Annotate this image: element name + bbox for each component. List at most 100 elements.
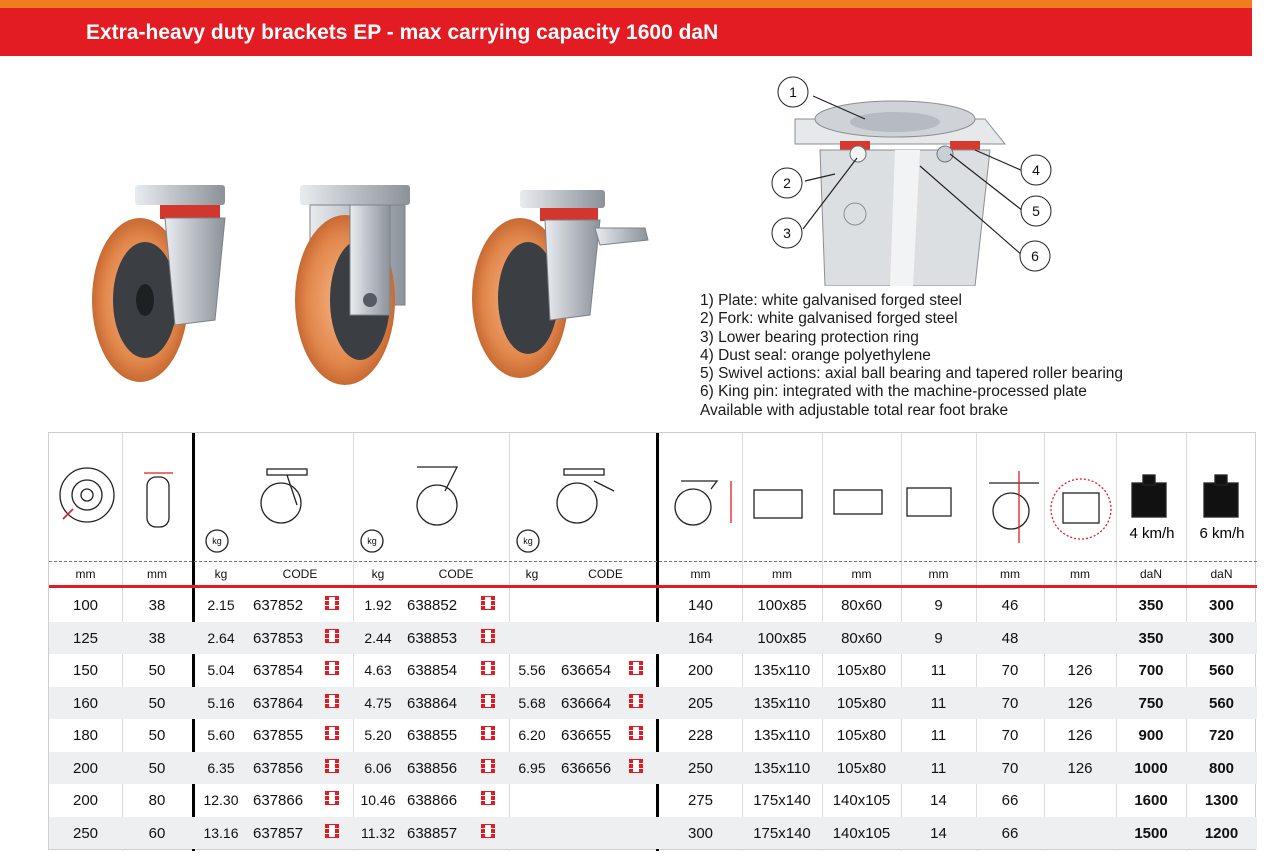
table-cell: 50: [148, 759, 166, 777]
code-link-icon[interactable]: [481, 628, 495, 643]
code-link-icon[interactable]: [481, 693, 495, 708]
code-link-icon[interactable]: [629, 758, 643, 773]
code-link-icon[interactable]: [629, 726, 643, 740]
header-accent-stripe: [0, 0, 1252, 8]
code-link-icon[interactable]: [481, 596, 495, 610]
table-cell: 48: [1001, 629, 1019, 647]
table-cell: 1600: [1134, 792, 1168, 809]
table-cell: 300: [687, 824, 714, 842]
item-code: 637856: [253, 759, 304, 777]
code-link-icon[interactable]: [325, 823, 339, 838]
table-cell: 11: [930, 759, 947, 777]
table-cell: 38: [148, 629, 166, 647]
legend-line: 5) Swivel actions: axial ball bearing an…: [700, 365, 1124, 383]
unit-label: mm: [851, 567, 872, 581]
table-cell: 80x60: [841, 597, 882, 614]
legend-line: 3) Lower bearing protection ring: [700, 328, 919, 346]
legend-line: 1) Plate: white galvanised forged steel: [700, 292, 962, 309]
table-cell: 5.16: [207, 694, 235, 711]
item-code: 637854: [253, 662, 304, 679]
table-cell: 250: [72, 824, 99, 842]
table-cell: 228: [687, 727, 714, 744]
code-link-icon[interactable]: [481, 661, 495, 675]
weight-badge-label: kg: [212, 536, 222, 546]
table-cell: 66: [1001, 824, 1019, 842]
table-cell: 11.32: [361, 824, 395, 841]
table-cell: 350: [1138, 629, 1164, 647]
header-separator: [49, 561, 1257, 562]
table-cell: 300: [1208, 597, 1235, 614]
callout-2: 2: [783, 175, 791, 191]
table-cell: 175x140: [753, 824, 811, 842]
code-link-icon[interactable]: [325, 661, 339, 675]
table-cell: 105x80: [836, 727, 887, 744]
table-cell: 200: [687, 662, 714, 679]
table-cell: 6.95: [518, 759, 546, 776]
table-cell: 66: [1001, 792, 1019, 809]
code-link-icon[interactable]: [325, 596, 339, 610]
code-link-icon[interactable]: [325, 791, 339, 805]
fixed-caster-photo: [295, 185, 410, 385]
table-cell: 135x110: [753, 694, 811, 712]
code-link-icon[interactable]: [481, 823, 495, 838]
callout-1: 1: [789, 84, 797, 100]
callout-3: 3: [783, 225, 791, 241]
callout-5: 5: [1032, 203, 1040, 219]
table-cell: 50: [148, 694, 166, 712]
product-photos: [92, 185, 649, 385]
code-link-icon[interactable]: [629, 661, 643, 675]
unit-label: mm: [1000, 567, 1020, 581]
item-code: 637855: [253, 727, 304, 744]
code-link-icon[interactable]: [481, 758, 495, 773]
code-link-icon[interactable]: [325, 726, 339, 740]
item-code: 637857: [253, 824, 304, 842]
table-cell: 180: [72, 727, 99, 744]
code-link-icon[interactable]: [629, 693, 643, 708]
table-cell: 70: [1001, 759, 1019, 777]
unit-label: mm: [690, 567, 711, 581]
table-cell: 126: [1067, 759, 1093, 777]
item-code: 636654: [561, 662, 612, 679]
table-cell: 205: [687, 694, 714, 712]
table-cell: 350: [1138, 597, 1164, 614]
table-cell: 70: [1001, 662, 1019, 679]
unit-label: mm: [75, 567, 96, 581]
table-cell: 46: [1001, 597, 1019, 614]
item-code: 638852: [407, 597, 458, 614]
item-code: 636655: [561, 727, 612, 744]
swivel-caster-photo: [92, 185, 226, 382]
table-cell: 150: [72, 662, 99, 679]
code-link-icon[interactable]: [325, 628, 339, 643]
weight-badge-label: kg: [367, 536, 377, 546]
table-cell: 12.30: [203, 792, 239, 808]
item-code: 638857: [407, 824, 458, 842]
table-cell: 1200: [1204, 824, 1239, 842]
table-cell: 4.75: [364, 694, 392, 711]
table-cell: 13.16: [203, 824, 239, 841]
code-link-icon[interactable]: [325, 758, 339, 773]
weight-badge-label: kg: [523, 536, 533, 546]
table-cell: 250: [687, 759, 714, 777]
code-link-icon[interactable]: [481, 791, 495, 805]
table-cell: 175x140: [753, 792, 811, 809]
code-link-icon[interactable]: [481, 726, 495, 740]
table-cell: 70: [1001, 727, 1019, 744]
table-cell: 125: [72, 629, 99, 647]
table-cell: 2.64: [207, 629, 235, 646]
code-link-icon[interactable]: [325, 693, 339, 708]
item-code: 637866: [253, 792, 304, 809]
table-cell: 140: [687, 597, 714, 614]
table-cell: 5.68: [518, 694, 546, 711]
table-cell: 200: [72, 759, 99, 777]
speed-label-6kmh: 6 km/h: [1199, 525, 1245, 542]
table-cell: 1.92: [364, 597, 392, 613]
header-icons: kg kg kg: [59, 466, 1239, 553]
